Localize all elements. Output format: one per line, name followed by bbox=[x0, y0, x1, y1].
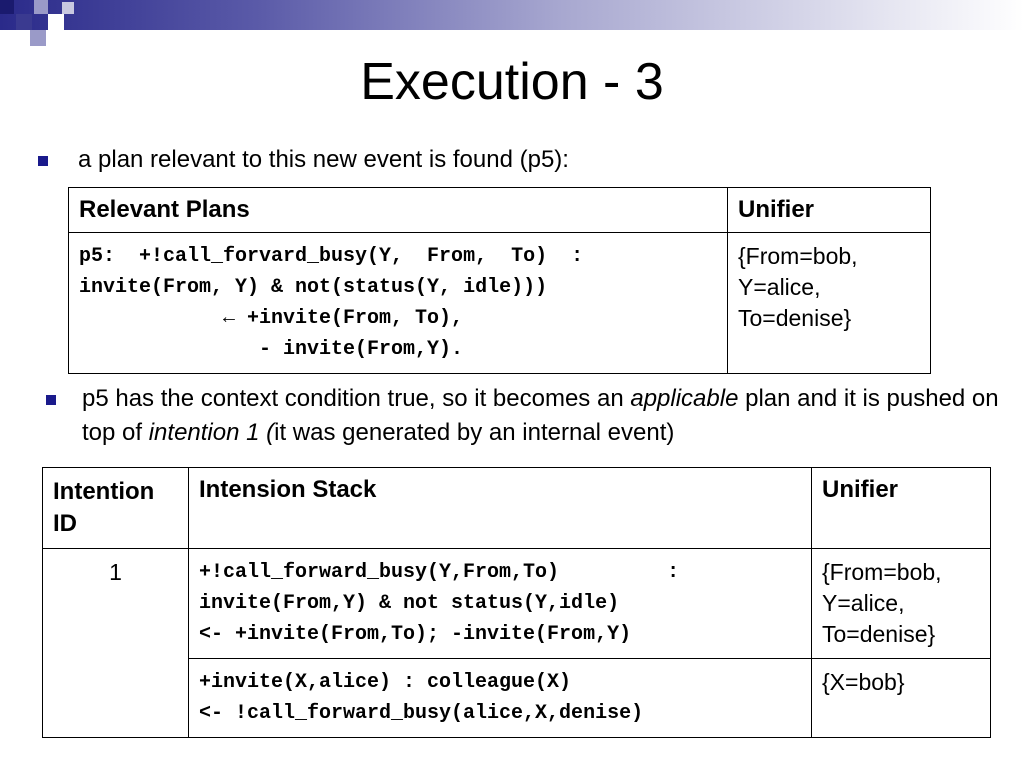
table-header: Unifier bbox=[811, 467, 991, 549]
unifier-line: Y=alice, bbox=[738, 274, 821, 300]
unifier-line: {From=bob, bbox=[738, 243, 858, 269]
table-header: Intension Stack bbox=[188, 467, 812, 549]
decor-square bbox=[34, 0, 48, 14]
header-gradient-band bbox=[0, 0, 1024, 30]
code-line: invite(From,Y) & not status(Y,idle) bbox=[199, 592, 620, 615]
bullet-text: a plan relevant to this new event is fou… bbox=[78, 146, 569, 173]
table-header: Relevant Plans bbox=[68, 187, 728, 233]
bullet-item-1: a plan relevant to this new event is fou… bbox=[38, 143, 998, 177]
slide-title: Execution - 3 bbox=[360, 53, 664, 111]
unifier-line: {From=bob, bbox=[822, 559, 942, 585]
stack-cell: +invite(X,alice) : colleague(X) <- !call… bbox=[188, 658, 812, 738]
code-line: p5: +!call_forvard_busy(Y, From, To) : bbox=[79, 245, 584, 268]
bullet-text: p5 has the context condition true, so it… bbox=[82, 385, 999, 446]
unifier-line: To=denise} bbox=[822, 621, 936, 647]
table-header: Unifier bbox=[727, 187, 931, 233]
stack-cell: +!call_forward_busy(Y,From,To) : invite(… bbox=[188, 548, 812, 659]
code-line: invite(From, Y) & not(status(Y, idle))) bbox=[79, 276, 548, 299]
code-line: +!call_forward_busy(Y,From,To) : bbox=[199, 561, 680, 584]
emphasis-text: applicable bbox=[630, 385, 739, 412]
decor-square bbox=[30, 30, 46, 46]
code-line: <- !call_forward_busy(alice,X,denise) bbox=[199, 702, 644, 725]
code-line: - invite(From,Y). bbox=[79, 338, 464, 361]
unifier-cell: {X=bob} bbox=[811, 658, 991, 738]
plan-cell: p5: +!call_forvard_busy(Y, From, To) : i… bbox=[68, 232, 728, 374]
unifier-line: To=denise} bbox=[738, 305, 852, 331]
unifier-line: {X=bob} bbox=[822, 669, 905, 695]
square-bullet-icon bbox=[46, 395, 56, 405]
decor-square bbox=[62, 2, 74, 14]
code-line: ← +invite(From, To), bbox=[79, 307, 464, 330]
unifier-cell: {From=bob, Y=alice, To=denise} bbox=[727, 232, 931, 374]
relevant-plans-table: Relevant Plans Unifier p5: +!call_forvar… bbox=[68, 187, 931, 374]
decor-square bbox=[48, 14, 64, 30]
bullet-item-2: p5 has the context condition true, so it… bbox=[46, 382, 1021, 454]
square-bullet-icon bbox=[38, 156, 48, 166]
decor-square bbox=[0, 0, 14, 14]
table-header: Intention ID bbox=[42, 467, 189, 549]
decor-square bbox=[16, 14, 32, 30]
unifier-cell: {From=bob, Y=alice, To=denise} bbox=[811, 548, 991, 659]
code-line: +invite(X,alice) : colleague(X) bbox=[199, 671, 572, 694]
emphasis-text: intention 1 ( bbox=[148, 419, 275, 446]
code-line: <- +invite(From,To); -invite(From,Y) bbox=[199, 623, 632, 646]
intention-id-cell: 1 bbox=[42, 548, 189, 738]
intention-stack-table: Intention ID Intension Stack Unifier 1 +… bbox=[42, 467, 991, 738]
unifier-line: Y=alice, bbox=[822, 590, 905, 616]
